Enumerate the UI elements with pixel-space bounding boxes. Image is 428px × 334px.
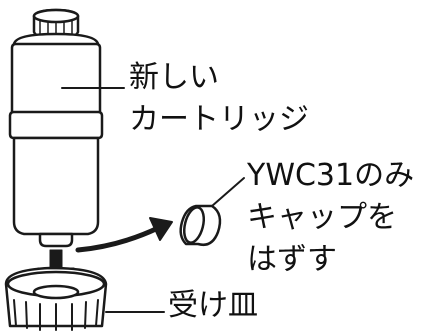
cartridge-lower-body bbox=[12, 136, 100, 236]
cartridge-upper-body bbox=[10, 42, 102, 120]
curved-arrow-head bbox=[149, 217, 173, 241]
cartridge-neck bbox=[38, 232, 74, 248]
curved-arrow bbox=[75, 225, 161, 253]
new-cartridge-label-line1: 新しい bbox=[129, 60, 219, 95]
new-cartridge bbox=[8, 8, 104, 248]
receiving-dish bbox=[4, 266, 108, 331]
cartridge-cap bbox=[179, 204, 222, 246]
cap-label-line1: YWC31のみ bbox=[247, 158, 415, 193]
cap-label-line2: キャップを bbox=[247, 200, 397, 235]
cartridge-ring-band bbox=[8, 110, 104, 140]
cap-leader-line bbox=[211, 177, 245, 207]
cap-label-line3: はずす bbox=[247, 242, 337, 277]
new-cartridge-label-line2: カートリッジ bbox=[129, 102, 309, 137]
receiving-dish-label: 受け皿 bbox=[168, 288, 258, 323]
